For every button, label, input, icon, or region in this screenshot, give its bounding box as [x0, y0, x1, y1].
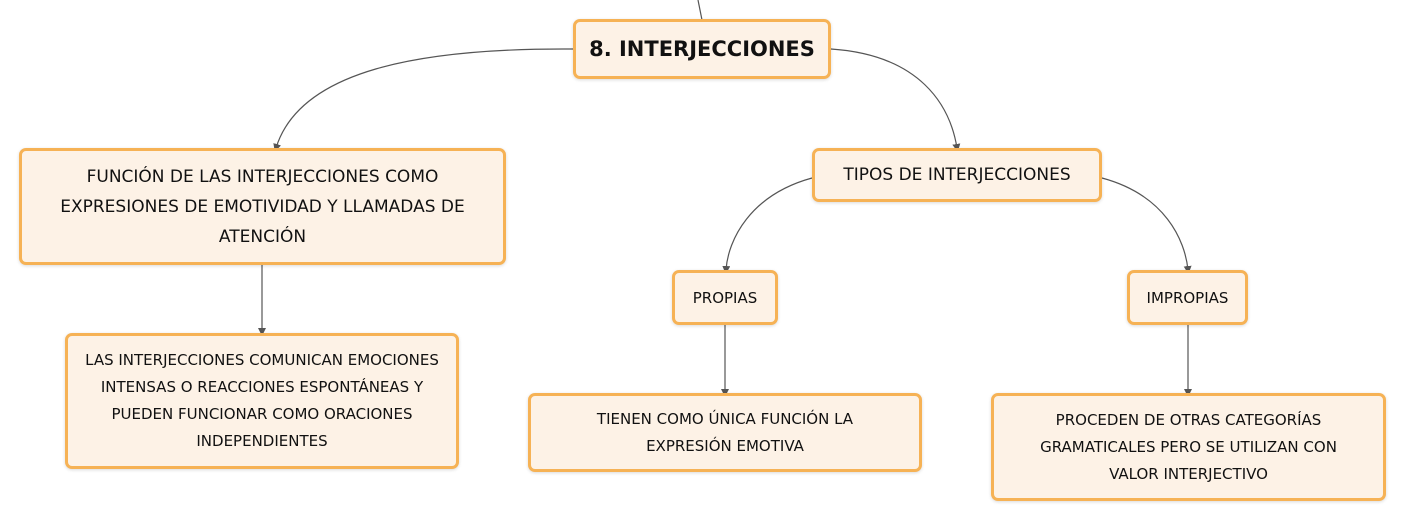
connector-root-funcion — [273, 48, 574, 152]
node-propias-label: PROPIAS — [692, 288, 758, 307]
node-funcion-label: FUNCIÓN DE LAS INTERJECCIONES COMO EXPRE… — [60, 166, 465, 247]
node-funcion-detalle-label: LAS INTERJECCIONES COMUNICAN EMOCIONES I… — [85, 351, 439, 450]
node-impropias-detalle-label: PROCEDEN DE OTRAS CATEGORÍAS GRAMATICALE… — [1040, 410, 1337, 483]
node-funcion[interactable]: FUNCIÓN DE LAS INTERJECCIONES COMO EXPRE… — [19, 148, 506, 265]
connector-incoming-root — [697, 0, 703, 21]
node-propias-detalle[interactable]: TIENEN COMO ÚNICA FUNCIÓN LA EXPRESIÓN E… — [528, 393, 922, 472]
node-funcion-detalle[interactable]: LAS INTERJECCIONES COMUNICAN EMOCIONES I… — [65, 333, 459, 469]
connector-tipos-impropias — [1101, 177, 1192, 274]
node-propias-detalle-label: TIENEN COMO ÚNICA FUNCIÓN LA EXPRESIÓN E… — [596, 409, 854, 455]
node-tipos-label: TIPOS DE INTERJECCIONES — [843, 165, 1071, 185]
node-propias[interactable]: PROPIAS — [672, 270, 778, 325]
node-tipos[interactable]: TIPOS DE INTERJECCIONES — [812, 148, 1102, 202]
connector-root-tipos — [830, 48, 961, 152]
node-impropias-label: IMPROPIAS — [1146, 288, 1229, 307]
node-impropias-detalle[interactable]: PROCEDEN DE OTRAS CATEGORÍAS GRAMATICALE… — [991, 393, 1386, 501]
node-interjecciones-label: 8. INTERJECCIONES — [589, 37, 815, 61]
node-impropias[interactable]: IMPROPIAS — [1127, 270, 1248, 325]
connector-tipos-propias — [722, 177, 813, 274]
node-interjecciones[interactable]: 8. INTERJECCIONES — [573, 19, 831, 79]
